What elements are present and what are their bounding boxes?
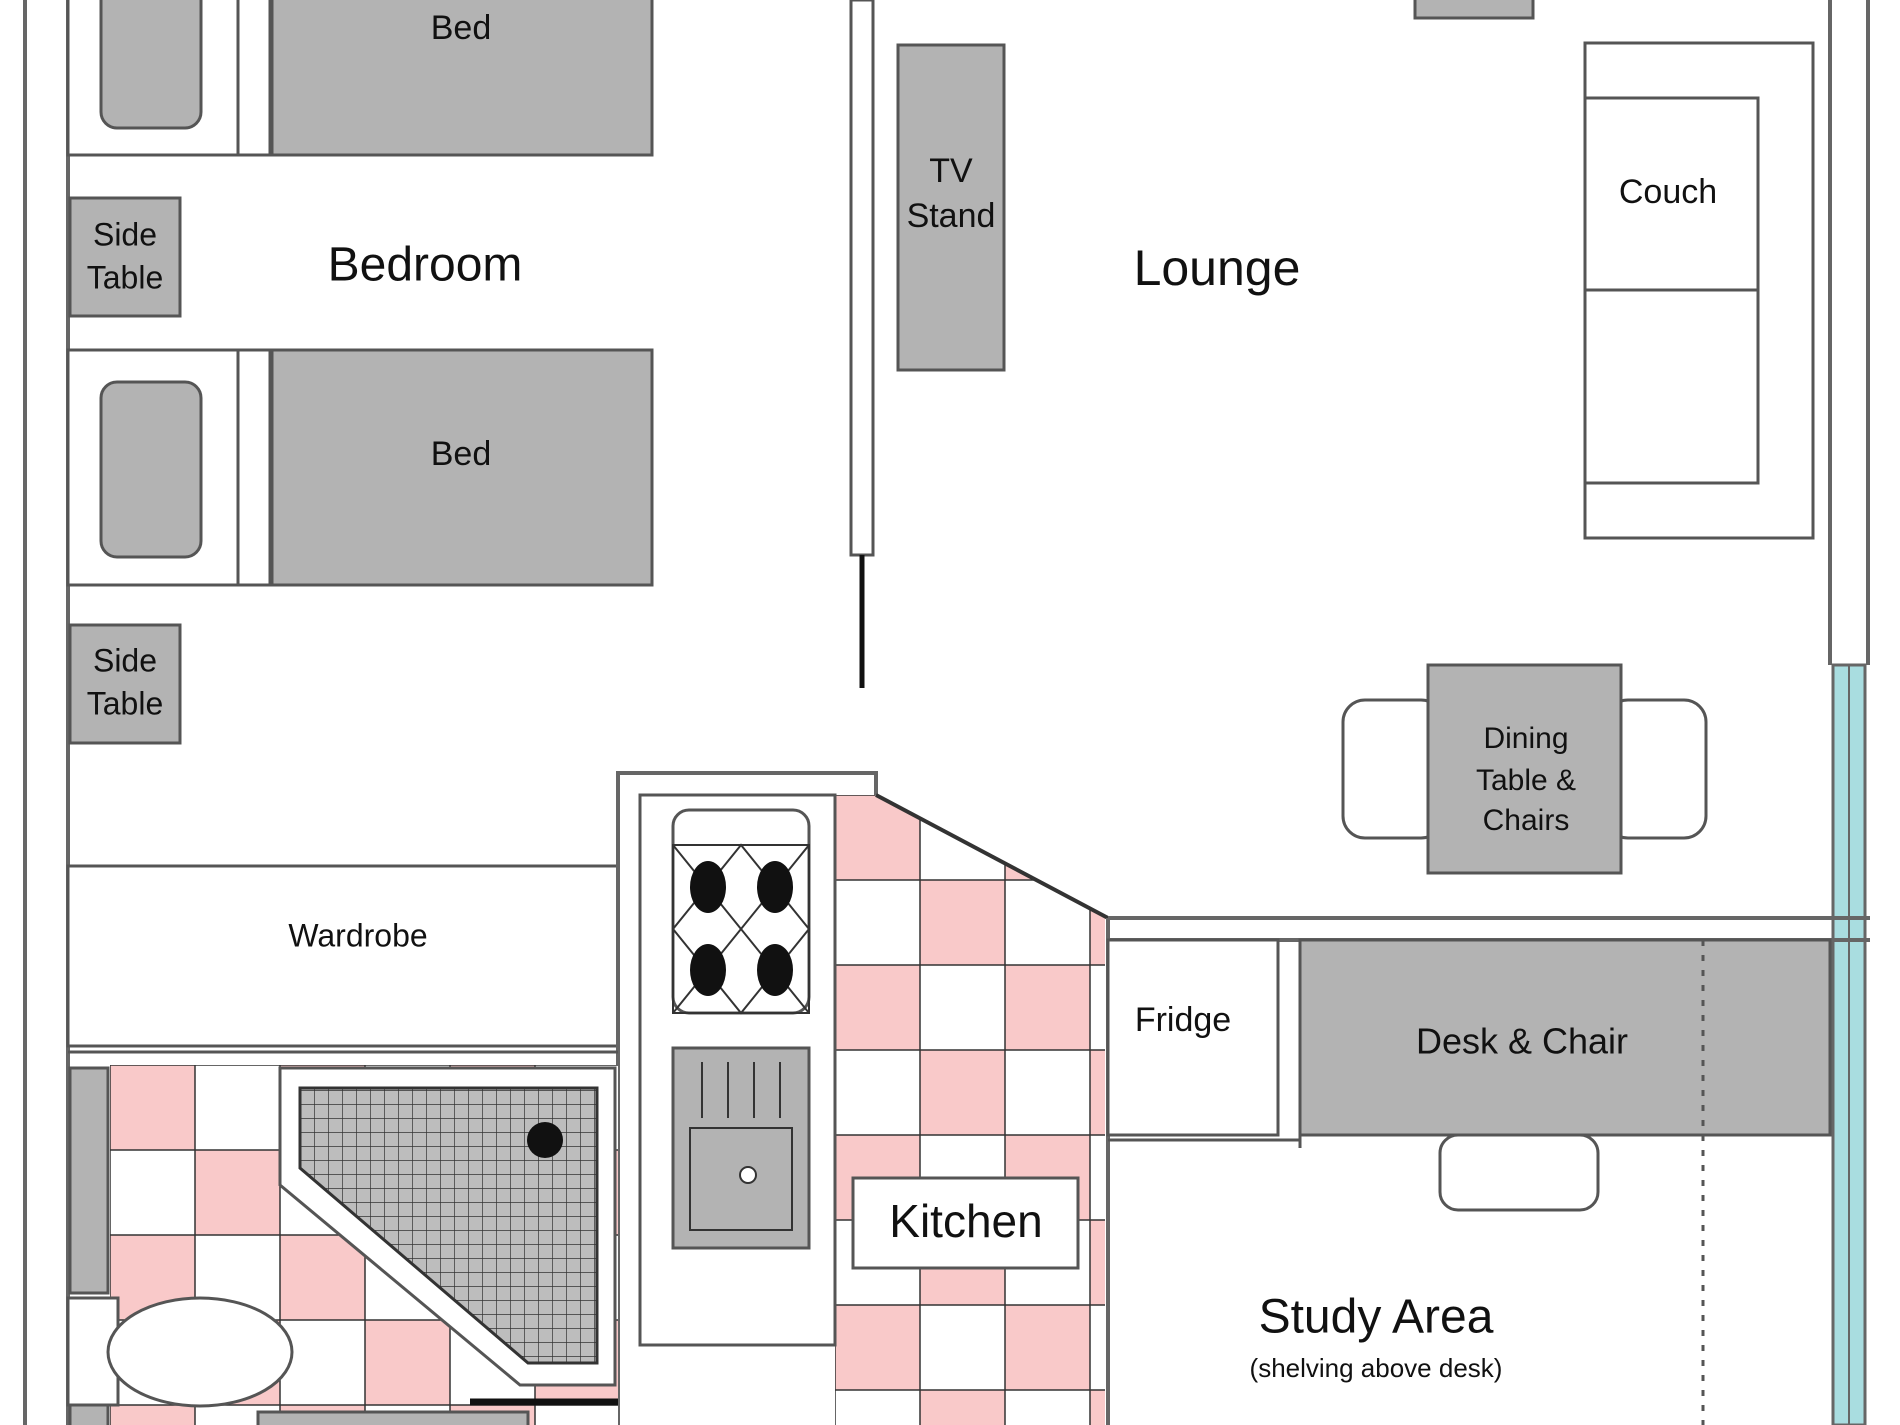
bed-bottom: Bed <box>66 348 654 587</box>
lounge-top-item <box>1413 0 1535 20</box>
room-label-bedroom: Bedroom <box>328 239 523 292</box>
dining-label-3: Chairs <box>1483 804 1570 837</box>
bed-top-label: Bed <box>431 9 492 47</box>
bed-bottom-label: Bed <box>431 435 492 473</box>
kitchen-label-box: Kitchen <box>851 1176 1080 1270</box>
kitchen-floor <box>835 795 1105 1425</box>
side-table-bottom-label-1: Side <box>93 642 157 678</box>
side-table-bottom-label-2: Table <box>87 685 164 721</box>
tv-stand-label-1: TV <box>929 152 973 190</box>
tv-stand-label-2: Stand <box>907 197 996 235</box>
tv-stand: TV Stand <box>896 43 1006 372</box>
burner-icon <box>690 944 726 996</box>
sink-icon <box>671 1046 811 1250</box>
room-label-lounge: Lounge <box>1134 240 1301 296</box>
study-note: (shelving above desk) <box>1250 1353 1503 1383</box>
desk-and-chair: Desk & Chair <box>1298 938 1832 1212</box>
outer-walls <box>23 0 1870 1425</box>
shower-drain-icon <box>527 1122 563 1158</box>
bath-shelf <box>68 1066 110 1295</box>
shower <box>278 1066 618 1406</box>
couch: Couch <box>1583 41 1815 540</box>
side-table-top: Side Table <box>68 196 182 318</box>
desk-label: Desk & Chair <box>1416 1021 1628 1062</box>
side-table-top-label-1: Side <box>93 216 157 252</box>
couch-label: Couch <box>1619 173 1717 211</box>
fridge: Fridge <box>1106 938 1300 1142</box>
bath-vanity <box>256 1410 530 1425</box>
dining-set: Dining Table & Chairs <box>1341 663 1708 875</box>
partition-wall <box>849 0 875 688</box>
burner-icon <box>690 861 726 913</box>
wardrobe: Wardrobe <box>66 864 620 1054</box>
fridge-label: Fridge <box>1135 1001 1231 1039</box>
dining-label-1: Dining <box>1483 722 1568 755</box>
toilet-icon <box>66 1296 294 1408</box>
side-table-bottom: Side Table <box>68 623 182 745</box>
burner-icon <box>757 861 793 913</box>
wardrobe-label: Wardrobe <box>288 917 427 953</box>
burner-icon <box>757 944 793 996</box>
window-strip <box>1831 663 1867 1425</box>
room-label-study: Study Area <box>1259 1291 1494 1344</box>
kitchen-counter <box>638 793 837 1347</box>
side-table-top-label-2: Table <box>87 259 164 295</box>
dining-label-2: Table & <box>1476 764 1576 797</box>
bed-top: Bed <box>66 0 654 157</box>
room-label-kitchen: Kitchen <box>889 1195 1042 1247</box>
